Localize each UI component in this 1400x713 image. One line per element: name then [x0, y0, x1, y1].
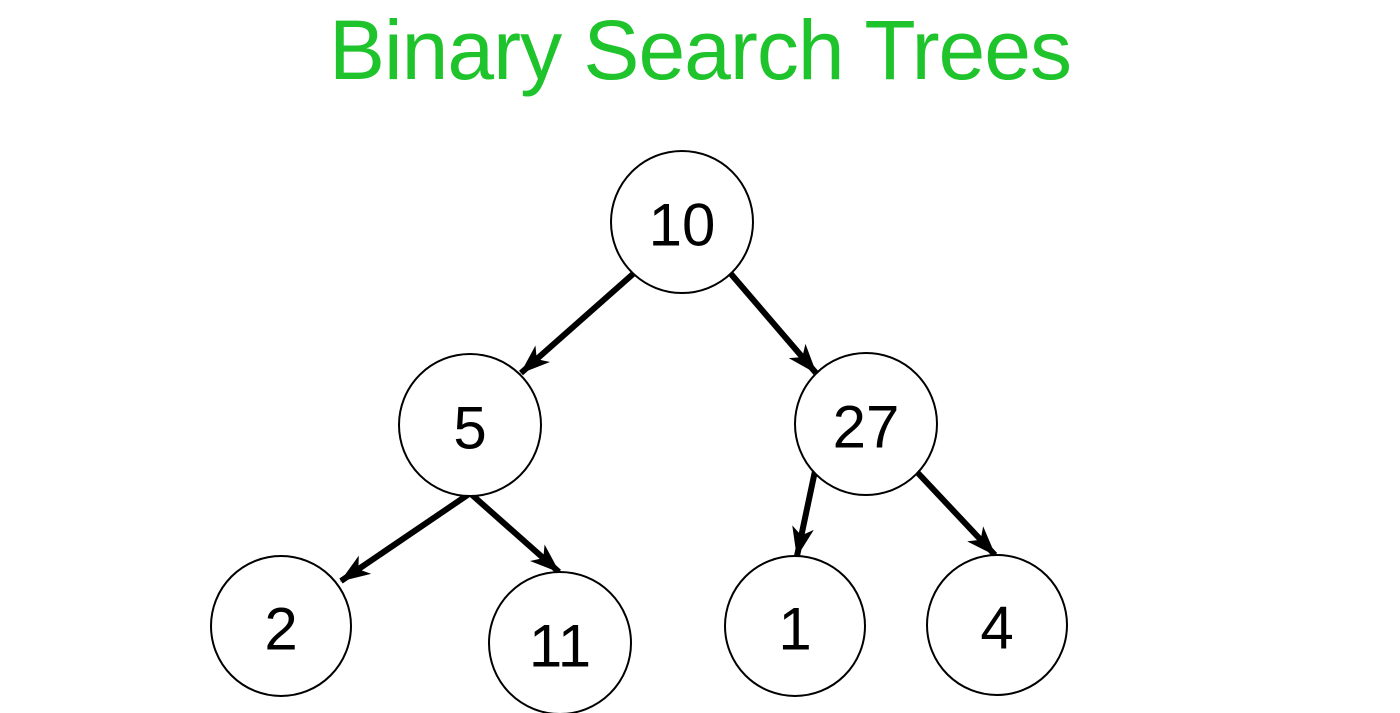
tree-node-2: 2: [210, 555, 352, 697]
node-circle: [610, 150, 754, 294]
edge-5-11: [469, 491, 561, 575]
node-circle: [210, 555, 352, 697]
tree-node-4: 4: [926, 554, 1068, 696]
node-circle: [488, 571, 632, 713]
node-circle: [724, 555, 866, 697]
node-circle: [926, 554, 1068, 696]
tree-node-27: 27: [794, 352, 938, 496]
node-label: 1: [778, 596, 811, 663]
tree-node-1: 1: [724, 555, 866, 697]
edge-10-5: [519, 271, 635, 376]
edge-5-2: [339, 491, 471, 584]
node-label: 2: [264, 596, 297, 663]
node-circle: [794, 352, 938, 496]
tree-node-10: 10: [610, 150, 754, 294]
page-title: Binary Search Trees: [328, 3, 1072, 97]
edge-27-4: [914, 469, 998, 558]
node-label: 27: [833, 394, 900, 461]
tree-node-11: 11: [488, 571, 632, 713]
node-label: 10: [649, 192, 716, 259]
tree-node-5: 5: [398, 353, 542, 497]
edge-27-1: [792, 470, 818, 557]
node-label: 4: [980, 595, 1013, 662]
edge-10-27: [728, 272, 819, 375]
node-circle: [398, 353, 542, 497]
node-label: 11: [529, 613, 591, 680]
node-label: 5: [453, 395, 486, 462]
